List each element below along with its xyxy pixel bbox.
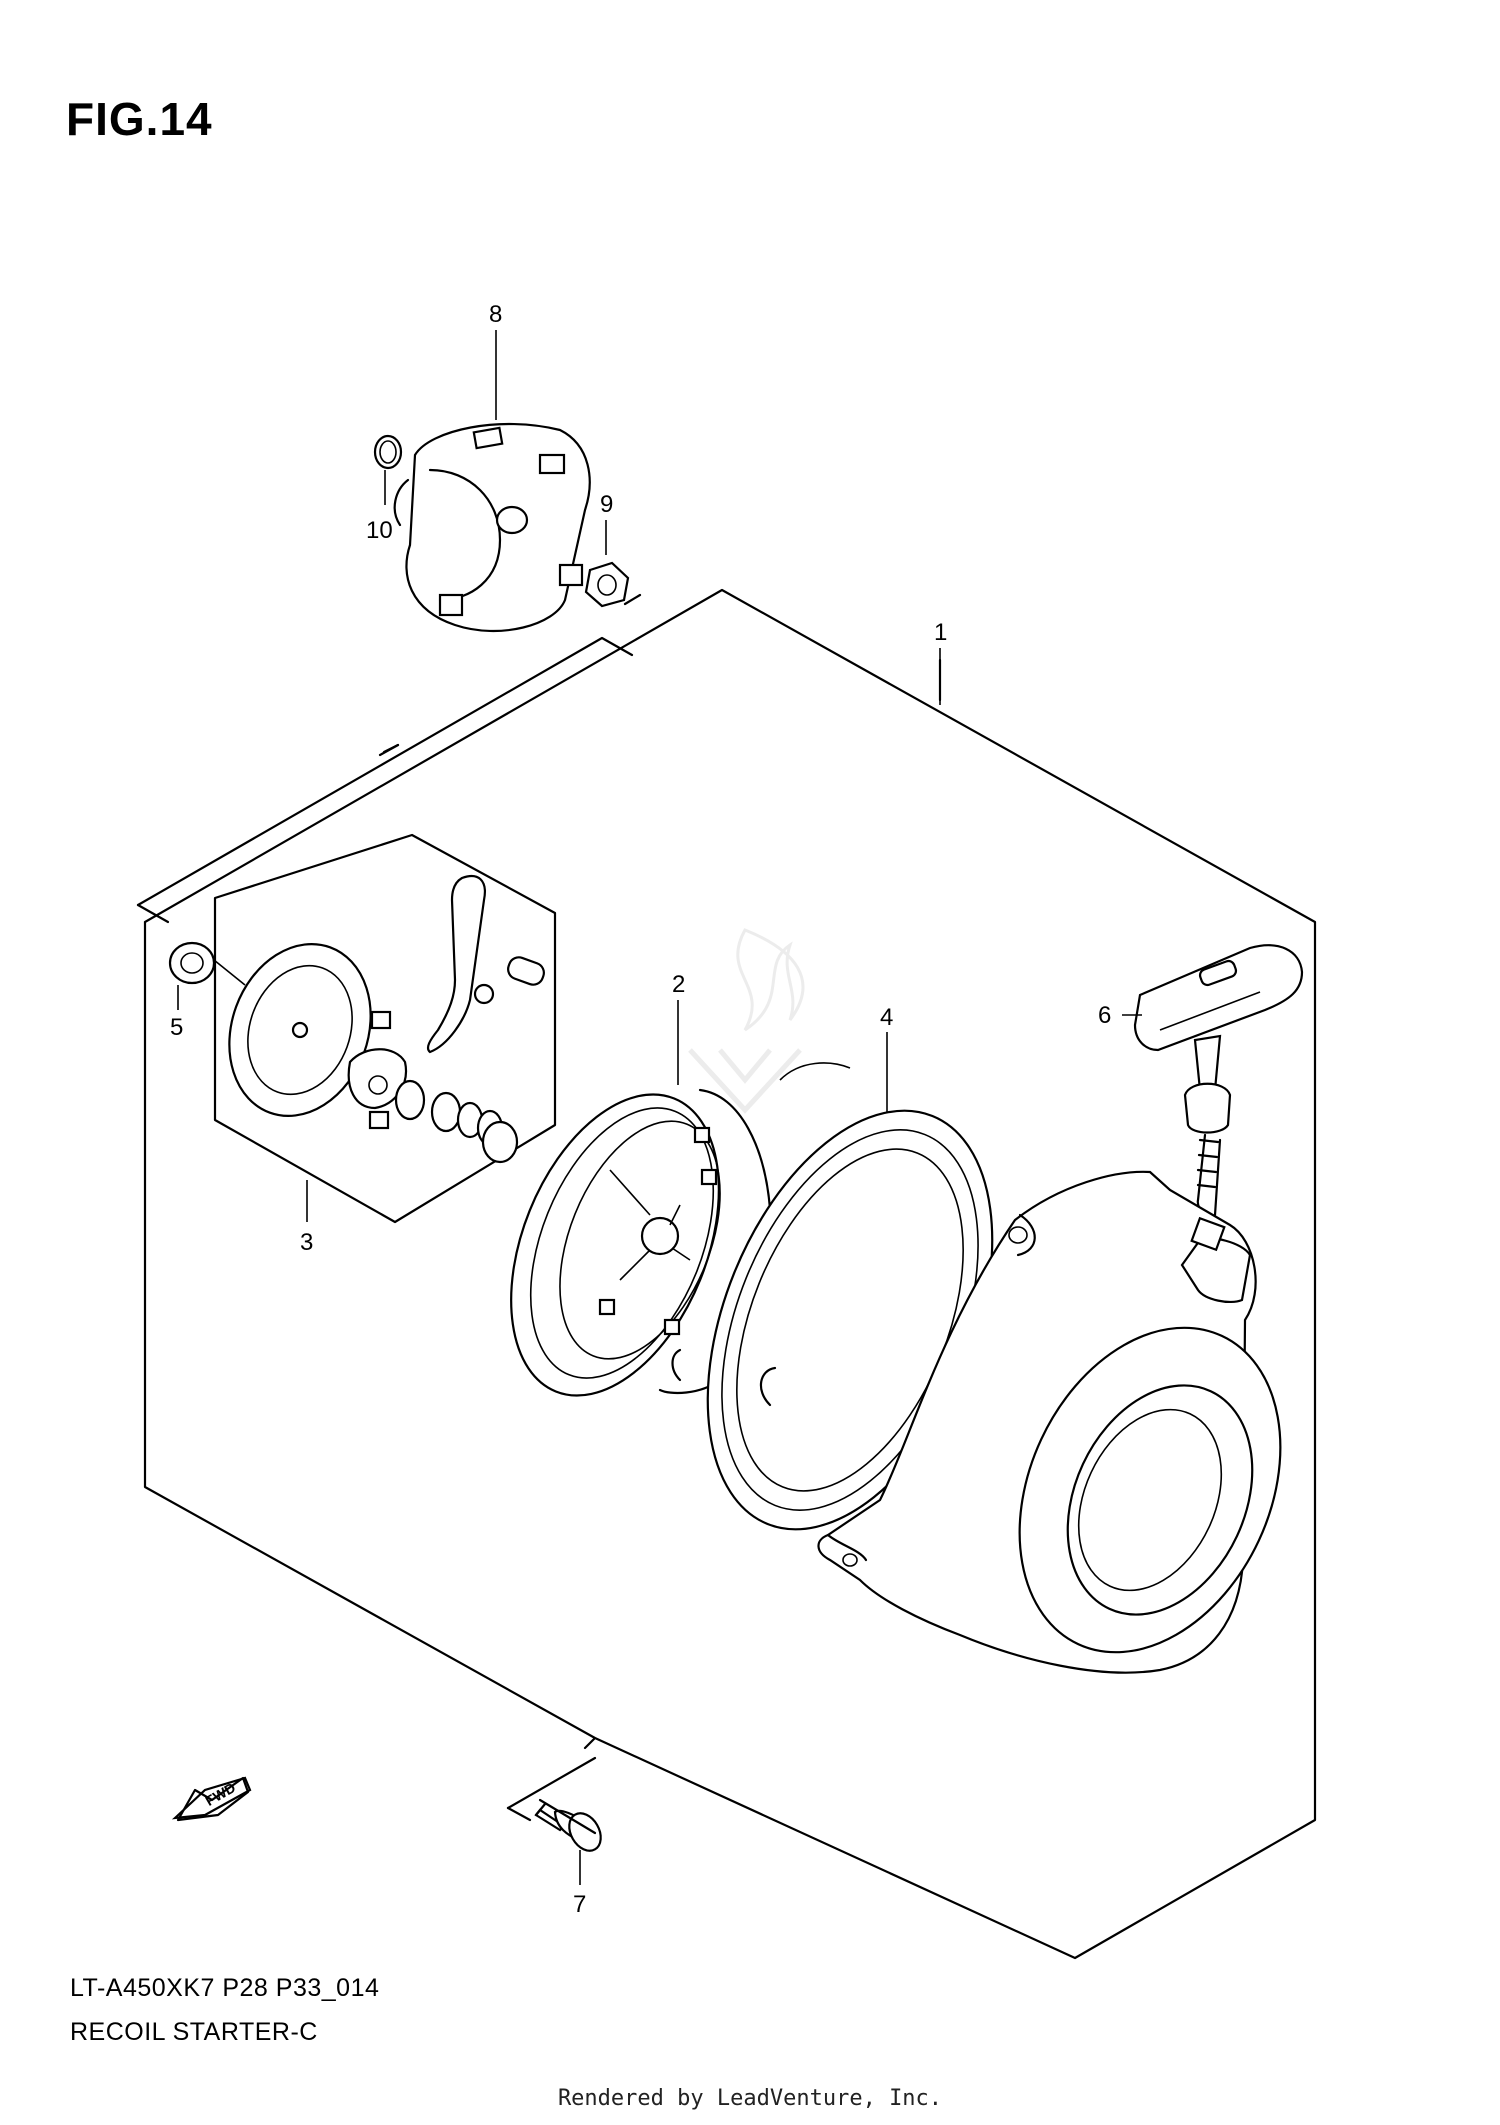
subassembly-3-frame (213, 833, 557, 1224)
callout-6: 6 (1098, 1002, 1111, 1029)
rendered-by-credit: Rendered by LeadVenture, Inc. (557, 2086, 943, 2111)
watermark-logo (688, 928, 805, 1114)
callout-3: 3 (300, 1229, 313, 1256)
part-3-friction-plate (228, 942, 372, 1118)
part-7-bolt (534, 1798, 602, 1852)
callout-7: 7 (573, 1891, 586, 1918)
part-3-ratchet-pawl (426, 874, 545, 1054)
callout-1: 1 (934, 619, 947, 646)
callout-8: 8 (489, 301, 502, 328)
callout-leaders (177, 330, 1142, 1885)
callout-5: 5 (170, 1014, 183, 1041)
callout-labels: 1 2 3 4 5 6 7 8 9 10 (170, 301, 1111, 1918)
part-7-guide-lines (506, 1756, 597, 1822)
part-2-rope-reel (510, 1088, 772, 1397)
fwd-direction-arrow: FWD (171, 1776, 252, 1822)
part-8-guide-lines (378, 593, 642, 757)
callout-4: 4 (880, 1004, 893, 1031)
part-10-o-ring (373, 434, 403, 470)
part-1-starter-housing (817, 1170, 1282, 1674)
part-6-starter-handle (1133, 944, 1304, 1218)
figure-title: FIG.14 (66, 93, 213, 145)
callout-10: 10 (366, 517, 393, 544)
section-name-label: RECOIL STARTER-C (70, 2018, 318, 2046)
callout-2: 2 (672, 971, 685, 998)
callout-9: 9 (600, 491, 613, 518)
part-8-drive-plate (393, 422, 591, 633)
part-9-nut (584, 561, 630, 608)
part-5-flange-nut (168, 941, 246, 986)
part-3-spring-set (394, 1079, 519, 1164)
model-code-label: LT-A450XK7 P28 P33_014 (70, 1974, 380, 2002)
